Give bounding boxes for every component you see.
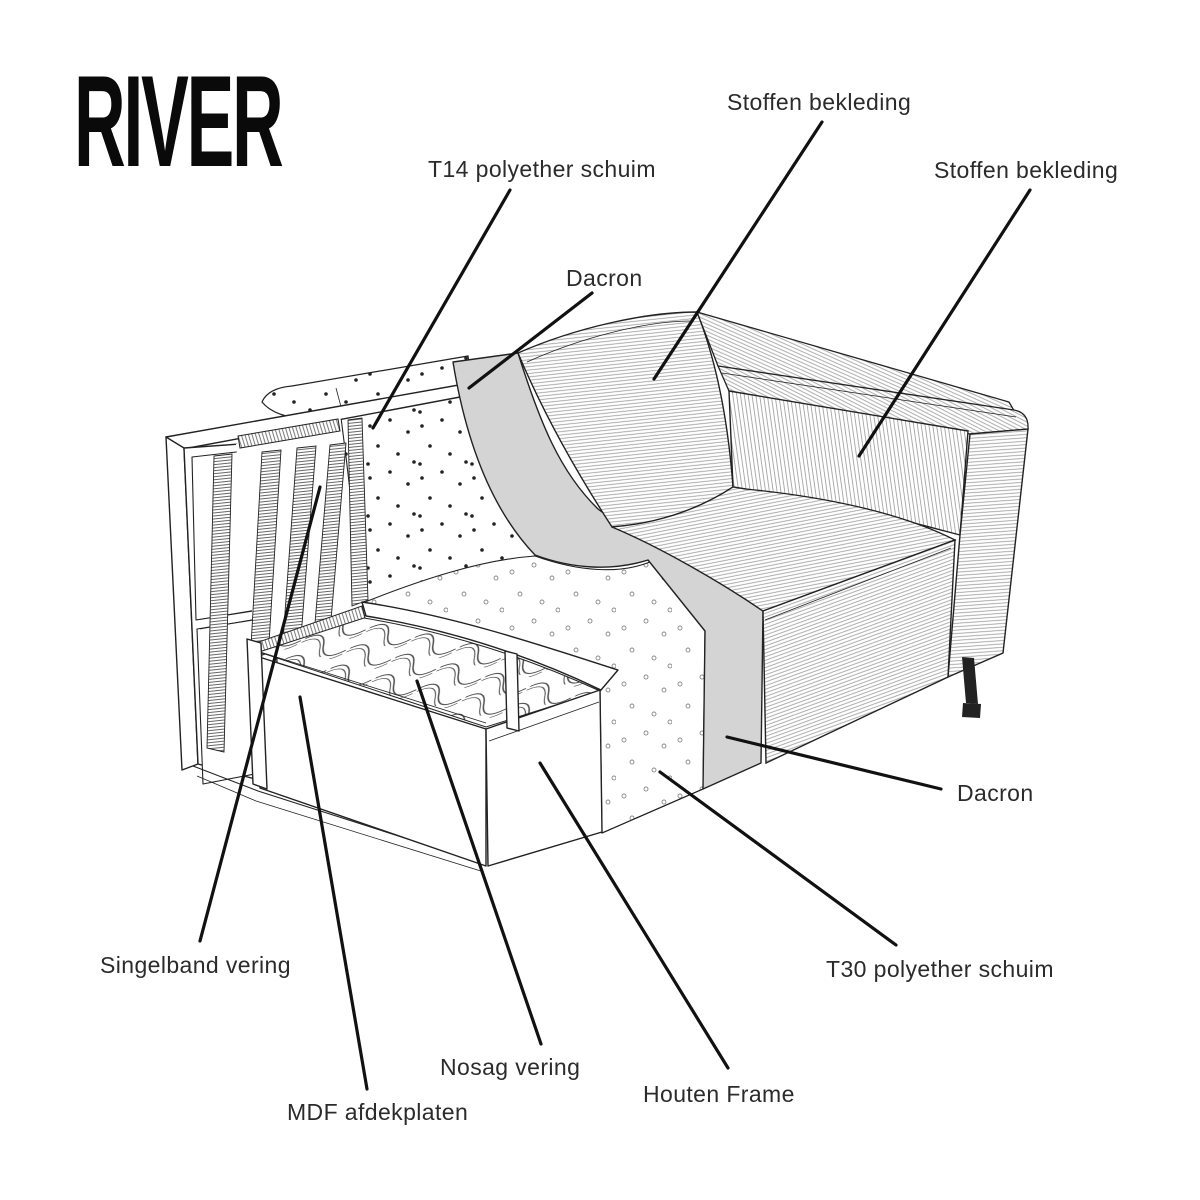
- sofa-leg-foot: [962, 703, 981, 718]
- webbing-edge-band: [347, 417, 369, 607]
- label-stoffen-bekleding-right: Stoffen bekleding: [934, 157, 1119, 183]
- fabric-seat-front: [762, 538, 956, 765]
- seat-box-right-panel: [485, 689, 603, 867]
- label-t30-polyether-schuim: T30 polyether schuim: [826, 956, 1054, 982]
- leader-lines: [198, 120, 1032, 1091]
- label-nosag-vering: Nosag vering: [440, 1054, 581, 1080]
- label-t14-polyether-schuim: T14 polyether schuim: [428, 156, 656, 182]
- fabric-right-outer-side: [947, 428, 1029, 679]
- leader-mdf-afdekplaten: [298, 695, 369, 1091]
- leader-stoffen-bekleding-right: [857, 188, 1032, 458]
- leader-t30-polyether-schuim: [658, 770, 898, 947]
- fabric-seat-top: [611, 486, 957, 612]
- label-mdf-afdekplaten: MDF afdekplaten: [287, 1099, 469, 1125]
- label-dacron-right: Dacron: [957, 780, 1034, 806]
- leader-houten-frame: [538, 761, 730, 1070]
- leader-nosag-vering: [415, 679, 543, 1046]
- webbing-strap: [206, 453, 233, 753]
- sofa-drawing: [165, 120, 1032, 1091]
- sofa-leg: [962, 657, 978, 704]
- leader-singelband-vering: [198, 485, 322, 943]
- curved-rim-band: [361, 601, 619, 691]
- leader-stoffen-bekleding-top: [652, 120, 824, 381]
- seat-box-left-stile: [246, 638, 268, 790]
- leader-t14-polyether-schuim: [371, 188, 512, 430]
- seat-box-corner-post: [504, 650, 520, 732]
- top-rail-section: [237, 418, 341, 449]
- label-houten-frame: Houten Frame: [643, 1081, 795, 1107]
- label-singelband-vering: Singelband vering: [100, 952, 291, 978]
- leader-dacron-right: [725, 735, 943, 791]
- leader-dacron-left: [467, 291, 594, 390]
- dacron-band: [452, 352, 764, 790]
- brand-logo: RIVER: [74, 48, 284, 194]
- label-dacron-left: Dacron: [566, 265, 643, 291]
- label-stoffen-bekleding-top: Stoffen bekleding: [727, 89, 912, 115]
